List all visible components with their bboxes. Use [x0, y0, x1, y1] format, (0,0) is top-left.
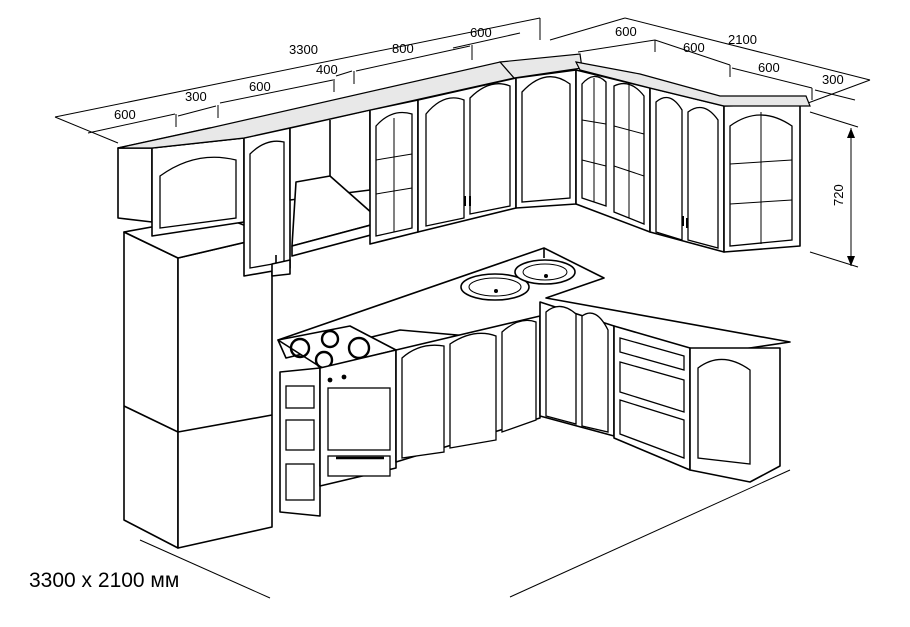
base-cabinet-drawers-right — [613, 325, 691, 471]
dim-600-left: 600 — [114, 107, 136, 122]
dim-600-left-c: 600 — [470, 25, 492, 40]
wall-cabinet-300 — [243, 127, 291, 277]
sink — [460, 259, 576, 301]
base-cabinet-end — [689, 347, 781, 483]
cornice-left — [117, 61, 516, 149]
dim-800-left: 800 — [392, 41, 414, 56]
oven — [319, 349, 397, 487]
dim-600-right-a: 600 — [615, 24, 637, 39]
wall-cabinet-glass-300-end — [574, 61, 811, 253]
wall-cabinet-corner-600 — [498, 53, 583, 209]
range-hood — [289, 109, 383, 257]
floor-line-left — [139, 539, 271, 599]
wall-cabinet-glass-600-right — [575, 69, 651, 233]
wall-cabinet-glass-400 — [369, 99, 419, 245]
wall-cabinet-800 — [417, 77, 517, 233]
base-cabinet-doors-left — [395, 315, 541, 463]
dim-2100-total: 2100 — [728, 32, 757, 47]
floor-line-right — [509, 469, 791, 598]
dimension-lines-right-run — [549, 17, 871, 104]
dim-600-right-c: 600 — [758, 60, 780, 75]
dim-400-left: 400 — [316, 62, 338, 77]
dimensions-caption: 3300 x 2100 мм — [29, 569, 179, 592]
dimension-lines-left-run — [54, 17, 541, 144]
wall-cabinet-600-right — [649, 87, 725, 253]
height-dimension — [809, 111, 859, 268]
dim-300-right: 300 — [822, 72, 844, 87]
base-cabinet-doors-right — [539, 301, 615, 437]
dim-300-left: 300 — [185, 89, 207, 104]
dim-600-left-b: 600 — [249, 79, 271, 94]
dim-600-right-b: 600 — [683, 40, 705, 55]
dim-720-height: 720 — [831, 184, 846, 206]
refrigerator — [123, 214, 273, 549]
dim-3300-total: 3300 — [289, 42, 318, 57]
base-cabinet-drawers-left — [279, 367, 321, 517]
